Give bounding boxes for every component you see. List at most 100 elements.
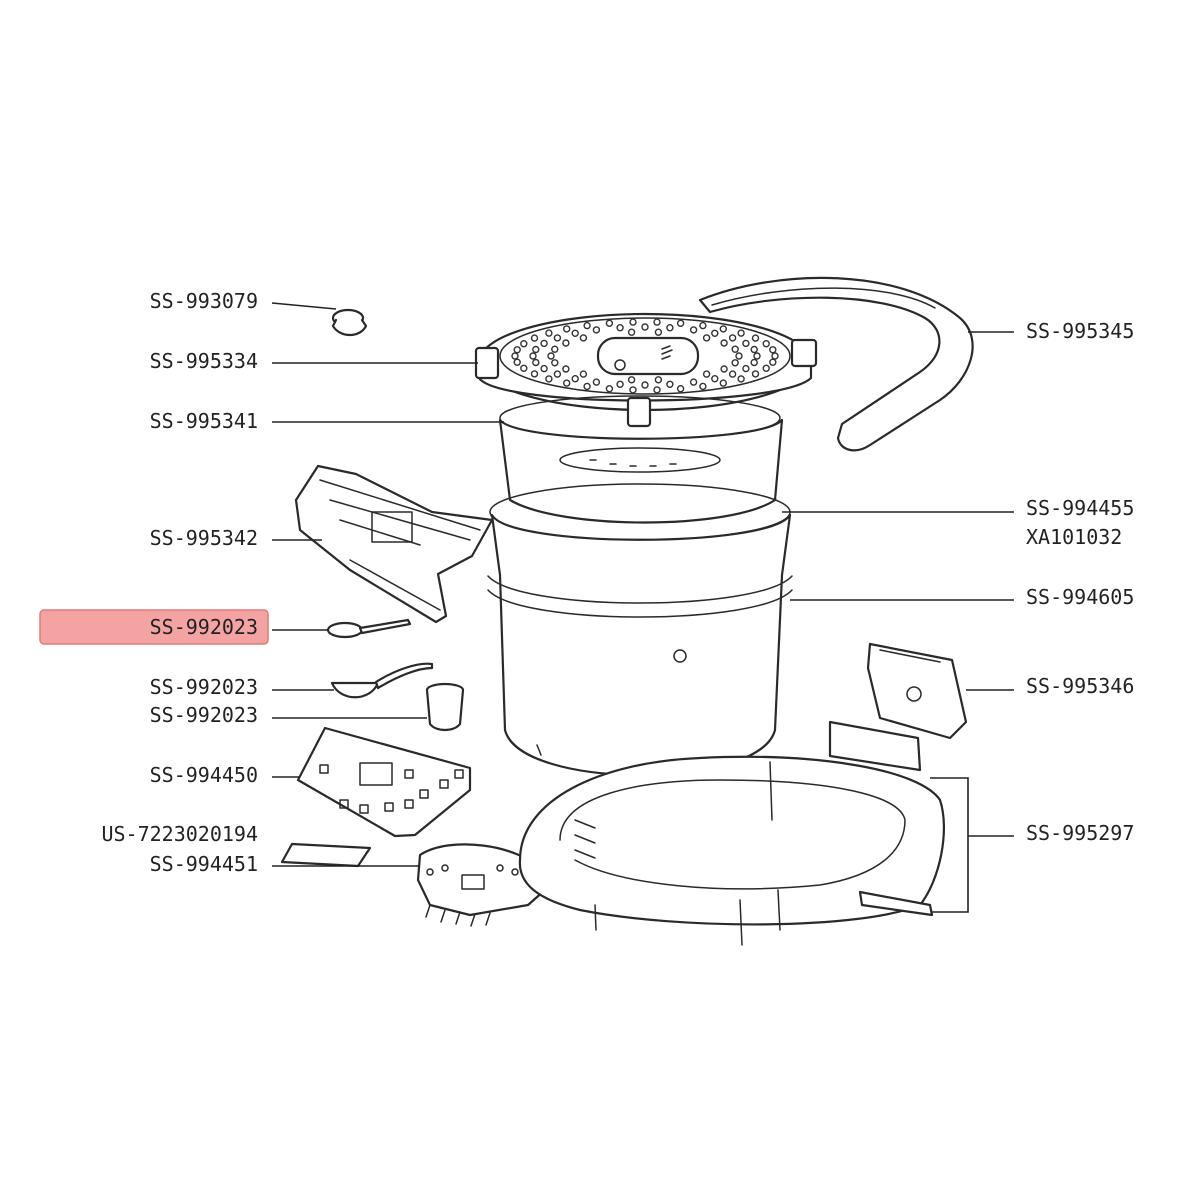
- lid-vent-hole: [676, 385, 685, 393]
- label-ss-995345[interactable]: SS-995345: [1026, 319, 1134, 343]
- label-ss-994451[interactable]: SS-994451: [150, 852, 258, 876]
- lid-vent-hole: [751, 334, 760, 342]
- lid-vent-hole: [529, 352, 537, 360]
- lid-vent-hole: [699, 321, 707, 330]
- lid-vent-hole: [629, 318, 637, 326]
- lid-vent-hole: [520, 364, 528, 372]
- leader-lines: [271, 302, 1014, 913]
- lid-vent-hole: [719, 325, 727, 333]
- lid-vent-hole: [750, 358, 758, 367]
- label-ss-992023-ladle[interactable]: SS-992023: [150, 675, 258, 699]
- lid-vent-hole: [771, 352, 779, 360]
- lid-vent-hole: [616, 324, 624, 332]
- lid-vent-hole: [562, 339, 570, 347]
- lid-vent-hole: [742, 364, 750, 373]
- lid-vent-hole: [641, 381, 649, 389]
- lid-vent-hole: [532, 345, 540, 354]
- label-ss-994450[interactable]: SS-994450: [150, 763, 258, 787]
- lid-vent-hole: [553, 370, 562, 378]
- lid-vent-hole: [583, 382, 591, 391]
- lid-vent-hole: [551, 359, 559, 367]
- lid-vent-hole: [616, 380, 624, 388]
- lid-vent-hole: [735, 352, 743, 360]
- ladle-icon: [330, 662, 434, 699]
- lid-vent-hole: [592, 326, 601, 334]
- lid-vent-hole: [627, 328, 636, 336]
- label-ss-995341[interactable]: SS-995341: [150, 409, 258, 433]
- lid-vent-hole: [728, 370, 737, 378]
- lid-vent-hole: [540, 339, 548, 348]
- lid-vent-hole: [769, 358, 777, 366]
- lid-vent-hole: [545, 329, 553, 337]
- lid-vent-hole: [540, 364, 548, 373]
- lid-vent-hole: [720, 365, 728, 373]
- lid-vent-hole: [702, 370, 711, 378]
- lid-vent-hole: [563, 379, 571, 387]
- label-ss-992023-spoon[interactable]: SS-992023: [150, 615, 258, 639]
- label-ss-995297[interactable]: SS-995297: [1026, 821, 1134, 845]
- rice-spoon-icon: [326, 618, 412, 639]
- lid-vent-hole: [627, 376, 636, 384]
- lid-vent-hole: [731, 345, 739, 353]
- lid-vent-hole: [530, 370, 539, 378]
- lid-vent-hole: [753, 352, 761, 360]
- label-ss-994455[interactable]: SS-994455: [1026, 496, 1134, 520]
- lid-vent-hole: [699, 382, 707, 391]
- lid-vent-hole: [605, 385, 614, 393]
- leader-993079: [271, 302, 337, 310]
- label-ss-995342[interactable]: SS-995342: [150, 526, 258, 550]
- lid-vent-hole: [583, 321, 591, 330]
- lid-vent-hole: [737, 375, 745, 383]
- lid-vent-hole: [737, 329, 745, 337]
- hinge-bracket-icon: [294, 464, 494, 624]
- lid-vent-hole: [689, 378, 698, 386]
- lid-vent-hole: [742, 339, 750, 348]
- lid-vent-hole: [653, 386, 661, 394]
- lid-vent-hole: [676, 319, 685, 327]
- lid-vent-hole: [711, 375, 719, 383]
- lid-vent-hole: [532, 358, 540, 367]
- lid-vent-hole: [719, 379, 727, 387]
- lid-vent-hole: [654, 328, 663, 336]
- leader-995297: [930, 777, 969, 913]
- lid-vent-hole: [689, 326, 698, 334]
- lid-vent-hole: [571, 375, 579, 383]
- lid-vent-hole: [530, 334, 539, 342]
- carry-handle-icon: [698, 276, 974, 452]
- side-clip-icon: [866, 642, 968, 740]
- lid-vent-hole: [769, 346, 777, 354]
- lid-vent-hole: [511, 352, 519, 360]
- label-ss-993079[interactable]: SS-993079: [150, 289, 258, 313]
- lid-vent-hole: [666, 324, 674, 332]
- lid-vent-hole: [654, 376, 663, 384]
- steam-lid-icon: [474, 312, 818, 428]
- lid-vent-hole: [563, 325, 571, 333]
- measuring-cup-icon: [425, 682, 465, 732]
- label-us-7223020194[interactable]: US-7223020194: [101, 822, 258, 846]
- lid-vent-hole: [641, 323, 649, 331]
- lid-vent-hole: [762, 364, 770, 372]
- label-ss-995346[interactable]: SS-995346: [1026, 674, 1134, 698]
- lid-vent-hole: [513, 358, 521, 366]
- lid-vent-hole: [605, 319, 614, 327]
- lid-vent-hole: [702, 334, 711, 342]
- housing-base-icon: [518, 720, 946, 946]
- lid-vent-hole: [711, 329, 719, 337]
- label-ss-994605[interactable]: SS-994605: [1026, 585, 1134, 609]
- lid-vent-hole: [629, 386, 637, 394]
- control-board-icon: [296, 726, 472, 838]
- lid-vent-hole: [728, 334, 737, 342]
- highlight-box: [39, 609, 269, 645]
- label-ss-995334[interactable]: SS-995334: [150, 349, 258, 373]
- lid-vent-hole: [571, 329, 579, 337]
- lid-vent-hole: [513, 346, 521, 354]
- lid-vent-hole: [762, 340, 770, 348]
- lid-vent-hole: [666, 380, 674, 388]
- label-ss-992023-cup[interactable]: SS-992023: [150, 703, 258, 727]
- lid-vent-hole: [547, 352, 555, 360]
- lid-vent-hole: [520, 340, 528, 348]
- lid-vent-hole: [562, 365, 570, 373]
- label-xa101032[interactable]: XA101032: [1026, 525, 1122, 549]
- label-sticker-icon: [280, 842, 372, 868]
